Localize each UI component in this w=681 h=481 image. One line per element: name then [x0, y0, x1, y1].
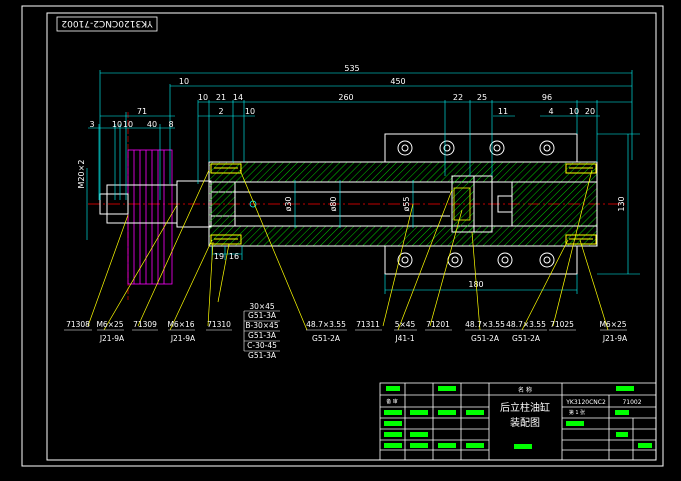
dim-10f: 10 [123, 120, 133, 129]
callout-71308: 71308 [66, 320, 90, 329]
callout-m6x25-right: M6×25 [599, 320, 626, 329]
dim-20: 20 [585, 107, 595, 116]
code-stamp-box: YK3120CNC2-71002 [56, 16, 158, 32]
callout-m6x25-left: M6×25 [96, 320, 123, 329]
title-block-fields [384, 386, 652, 449]
title-name-line2: 装配图 [510, 416, 540, 429]
outer-sheet-border [21, 5, 664, 467]
title-block [379, 382, 657, 461]
callout-48-2: 48.7×3.55 [465, 320, 505, 329]
dim-dia-55: ø55 [402, 196, 411, 211]
leader-lines [87, 169, 609, 331]
callout-g51-3: G51-2A [512, 334, 541, 343]
dim-dia-80: ø80 [329, 196, 338, 211]
code-stamp-text: YK3120CNC2-71002 [61, 18, 153, 28]
callout-71025: 71025 [550, 320, 574, 329]
dim-14: 14 [233, 93, 243, 102]
dim-25: 25 [477, 93, 487, 102]
title-sign-label: 备 审 [386, 398, 398, 405]
title-drawing-code: YK3120CNC2 [565, 399, 606, 406]
dim-4: 4 [548, 107, 553, 116]
title-name-header: 名 称 [518, 386, 532, 394]
dim-10a: 10 [179, 77, 189, 86]
dim-3: 3 [89, 120, 94, 129]
dim-m20: M20×2 [77, 160, 86, 189]
bolt-holes [397, 140, 555, 268]
dim-10b: 10 [198, 93, 208, 102]
seal-item-2: G51-3A [248, 311, 277, 320]
callout-71310: 71310 [207, 320, 231, 329]
seal-item-4: G51-3A [248, 331, 277, 340]
callout-71201: 71201 [426, 320, 450, 329]
motor-flange [127, 149, 173, 285]
seal-item-5: C-30-45 [247, 341, 277, 350]
seal-item-3: B-30×45 [245, 321, 278, 330]
dimension-lines [86, 70, 640, 294]
dim-450: 450 [390, 77, 405, 86]
mounting-plates [384, 133, 578, 275]
callout-m6x16: M6×16 [167, 320, 194, 329]
title-block-texts: 名 称 后立柱油缸 装配图 YK3120CNC2 71002 第 1 张 备 审 [386, 386, 642, 429]
dim-10c: 10 [245, 107, 255, 116]
dimension-texts: 535 450 10 10 21 14 260 22 25 96 2 10 71… [77, 64, 626, 289]
dim-19: 19 [214, 252, 224, 261]
callout-5x45: 5×45 [395, 320, 416, 329]
dim-11: 11 [498, 107, 508, 116]
dim-dia-30: ø30 [284, 196, 293, 211]
dim-40: 40 [147, 120, 157, 129]
dim-130: 130 [617, 196, 626, 211]
callout-48-3: 48.7×3.55 [506, 320, 546, 329]
dim-96: 96 [542, 93, 552, 102]
callout-48-1: 48.7×3.55 [306, 320, 346, 329]
callout-j21-left: J21-9A [99, 334, 125, 343]
dim-8: 8 [168, 120, 173, 129]
dim-535: 535 [344, 64, 359, 73]
callout-71309: 71309 [133, 320, 157, 329]
inner-sheet-border [46, 12, 657, 461]
callout-g51-1: G51-2A [312, 334, 341, 343]
dim-16: 16 [229, 252, 239, 261]
callout-71311: 71311 [356, 320, 380, 329]
title-name-line1: 后立柱油缸 [500, 401, 550, 414]
dim-260: 260 [338, 93, 353, 102]
dim-10e: 10 [112, 120, 122, 129]
callout-labels: 71308 M6×25 J21-9A 71309 M6×16 J21-9A 71… [66, 320, 628, 343]
dim-10d: 10 [569, 107, 579, 116]
title-sheet-label: 第 1 张 [569, 409, 585, 416]
seal-item-6: G51-3A [248, 351, 277, 360]
dim-2: 2 [218, 107, 223, 116]
dim-22: 22 [453, 93, 463, 102]
seal-list-lines [243, 310, 280, 352]
callout-j21-mid: J21-9A [170, 334, 196, 343]
dim-71: 71 [137, 107, 147, 116]
callout-j21-right: J21-9A [602, 334, 628, 343]
cylinder-body [208, 161, 598, 247]
seal-item-1: 30×45 [249, 302, 275, 311]
seal-list: 30×45 G51-3A B-30×45 G51-3A C-30-45 G51-… [245, 302, 278, 360]
dim-21: 21 [216, 93, 226, 102]
title-drawing-number: 71002 [622, 399, 641, 406]
callout-j41: J41-1 [394, 334, 414, 343]
callout-g51-2: G51-2A [471, 334, 500, 343]
